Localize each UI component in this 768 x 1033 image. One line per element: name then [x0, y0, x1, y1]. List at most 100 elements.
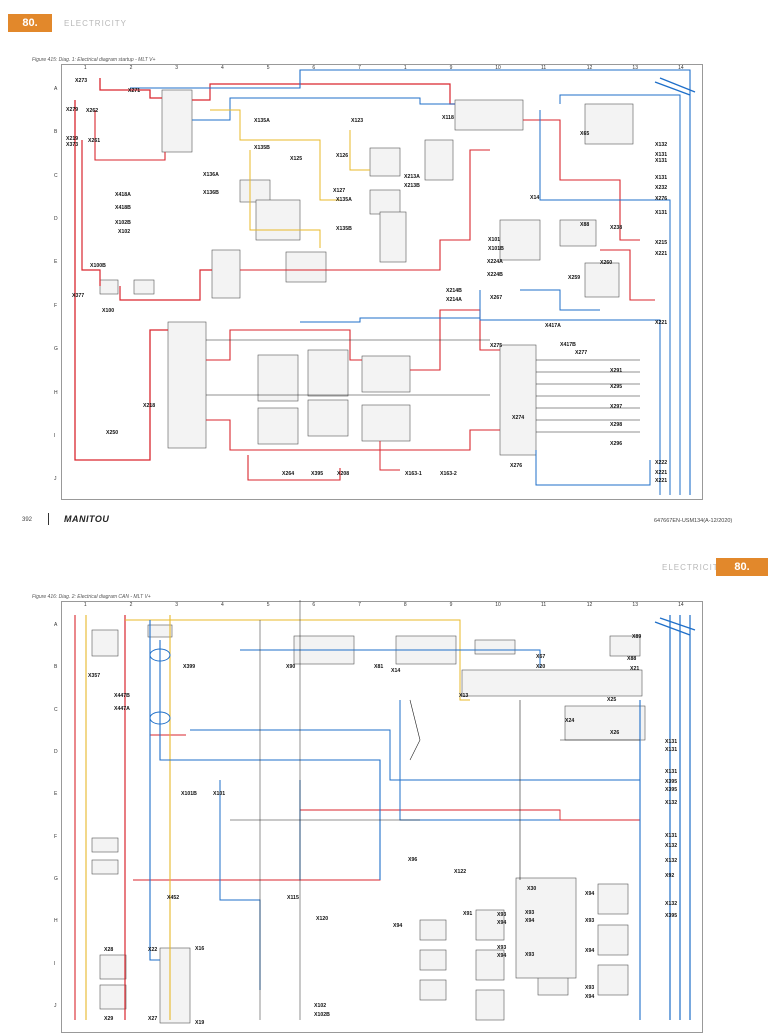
connector-label: X273 — [75, 78, 88, 84]
component-box — [257, 407, 299, 445]
connector-label: X30 — [527, 886, 537, 892]
connector-label: X94 — [497, 953, 507, 959]
wire — [600, 249, 655, 301]
connector-label: X90 — [286, 664, 296, 670]
column-number: 3 — [175, 602, 179, 608]
column-number: 10 — [495, 602, 501, 608]
connector-label: X163-2 — [440, 471, 457, 477]
connector-label: X135A — [336, 197, 352, 203]
component-box — [211, 249, 241, 299]
connector-label: X262 — [86, 108, 99, 114]
connector-label: X135B — [254, 145, 270, 151]
row-letter: E — [54, 259, 58, 266]
component-box — [474, 639, 516, 655]
column-number: 13 — [632, 602, 638, 608]
wire — [159, 640, 381, 880]
connector-label: X277 — [575, 350, 588, 356]
component-box — [559, 219, 597, 247]
connector-label: X267 — [490, 295, 503, 301]
column-number: 14 — [678, 602, 684, 608]
connector-label: X93 — [585, 985, 595, 991]
wire — [535, 450, 651, 486]
component-box — [454, 99, 524, 131]
connector-label: X115 — [287, 895, 299, 901]
connector-label: X14 — [391, 668, 401, 674]
connector-label: X67 — [536, 654, 546, 660]
wire — [125, 619, 470, 701]
wire — [300, 809, 641, 835]
connector-label: X395 — [311, 471, 324, 477]
wire — [249, 150, 321, 248]
wire — [247, 455, 341, 481]
connector-label: X93 — [585, 918, 595, 924]
column-number: 11 — [541, 602, 547, 608]
component-box — [584, 262, 620, 298]
row-letter: F — [54, 302, 58, 309]
component-box — [91, 859, 119, 875]
connector-label: X132 — [665, 858, 678, 864]
connector-label: X92 — [665, 873, 675, 879]
connector-label: X93 — [525, 952, 535, 958]
connector-label: X131 — [655, 158, 668, 164]
column-number: 8 — [403, 602, 407, 608]
wire — [149, 700, 186, 736]
row-letter: G — [54, 346, 58, 353]
component-box — [499, 219, 541, 261]
connector-label: X28 — [104, 947, 114, 953]
column-number: 12 — [586, 602, 593, 608]
component-box — [361, 355, 411, 393]
connector-label: X93 — [497, 945, 507, 951]
component-box — [475, 909, 505, 941]
wire — [523, 119, 640, 241]
connector-label: X21 — [630, 666, 640, 672]
wire — [379, 441, 400, 471]
wire — [559, 94, 681, 495]
connector-label: X221 — [655, 478, 668, 484]
connector-label: X118 — [442, 115, 454, 121]
connector-label: X24 — [565, 718, 575, 724]
connector-label: X13 — [459, 693, 469, 699]
connector-label: X261 — [88, 138, 101, 144]
connector-label: X102 — [314, 1003, 327, 1009]
row-letter: H — [54, 389, 58, 396]
figure-title: Figure 415: Diag. 1: Electrical diagram … — [32, 57, 156, 63]
component-box — [597, 964, 629, 996]
connector-label: X218 — [143, 403, 156, 409]
connector-label: X91 — [463, 911, 473, 917]
column-number: 6 — [312, 65, 316, 71]
connector-label: X29 — [104, 1016, 114, 1022]
connector-label: X94 — [585, 948, 595, 954]
connector-label: X22 — [148, 947, 158, 953]
connector-label: X14 — [530, 195, 540, 201]
connector-label: X16 — [195, 946, 205, 952]
twisted-pair-marker — [149, 648, 171, 662]
column-number: 1 — [403, 65, 407, 71]
component-box — [91, 837, 119, 853]
component-box — [564, 705, 646, 741]
connector-label: X418A — [115, 192, 131, 198]
component-box — [584, 103, 634, 145]
connector-label: X20 — [536, 664, 546, 670]
row-letter: I — [54, 960, 56, 967]
connector-label: X399 — [183, 664, 196, 670]
connector-label: X275 — [490, 343, 503, 349]
connector-label: X208 — [337, 471, 350, 477]
connector-label: X298 — [610, 422, 623, 428]
column-number: 7 — [358, 602, 361, 608]
page-number: 392 — [22, 517, 33, 523]
connector-label: X224B — [487, 272, 503, 278]
component-box — [597, 883, 629, 915]
column-number: 14 — [678, 65, 684, 71]
twisted-pair-marker — [149, 711, 171, 725]
component-box — [167, 321, 207, 449]
component-box — [99, 984, 127, 1010]
connector-label: X126 — [336, 153, 349, 159]
connector-label: X132 — [655, 142, 668, 148]
connector-label: X94 — [497, 920, 507, 926]
connector-label: X101B — [181, 791, 197, 797]
wire — [300, 317, 480, 323]
connector-label: X232 — [655, 185, 668, 191]
